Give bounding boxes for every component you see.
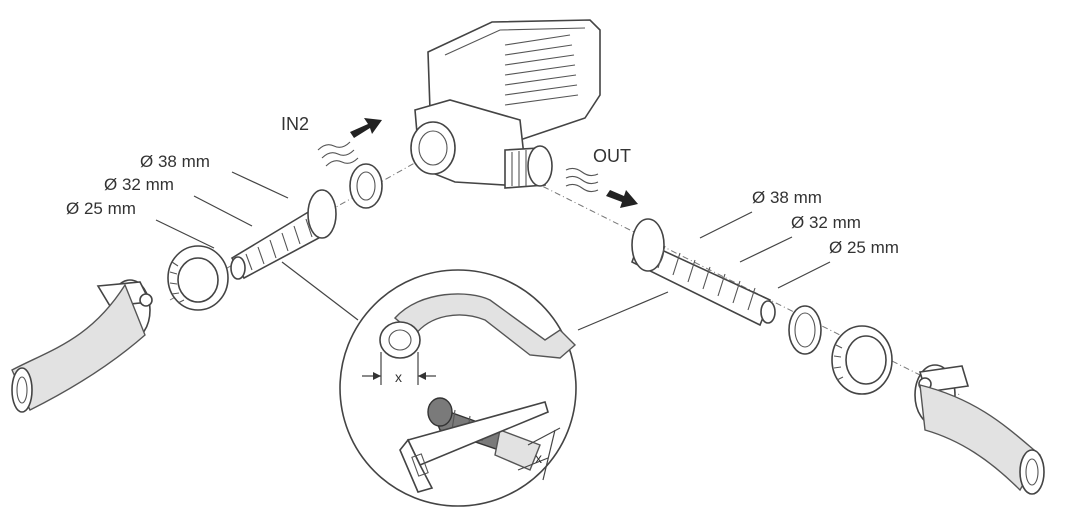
outlet-flow-arrow xyxy=(565,167,638,208)
inlet-flow-arrow xyxy=(317,118,382,167)
left-diameter-25: Ø 25 mm xyxy=(66,199,136,218)
right-diameter-25: Ø 25 mm xyxy=(829,238,899,257)
right-stepped-hose-connector xyxy=(631,218,776,327)
right-diameter-labels: Ø 38 mm Ø 32 mm Ø 25 mm xyxy=(699,188,899,289)
right-diameter-32: Ø 32 mm xyxy=(791,213,861,232)
left-stepped-hose-connector xyxy=(230,189,337,280)
cutting-knife xyxy=(399,401,549,493)
pump-cooling-fins xyxy=(504,34,579,106)
outlet-label: OUT xyxy=(593,146,631,166)
right-union-nut xyxy=(831,325,893,395)
left-seal-ring xyxy=(349,163,383,209)
detail-callout-leaders xyxy=(281,261,669,331)
left-diameter-labels: Ø 38 mm Ø 32 mm Ø 25 mm xyxy=(66,152,289,249)
left-diameter-32: Ø 32 mm xyxy=(104,175,174,194)
detail-magnified-view: x x xyxy=(339,269,577,507)
detail-dimension-x-bottom: x xyxy=(535,450,542,466)
left-diameter-38: Ø 38 mm xyxy=(140,152,210,171)
pump-inlet-port xyxy=(410,121,456,175)
right-seal-ring xyxy=(788,305,822,355)
inlet-label: IN2 xyxy=(281,114,309,134)
right-hose xyxy=(919,384,1045,495)
pump xyxy=(410,19,601,189)
detail-dimension-x-top: x xyxy=(395,369,402,385)
left-union-nut xyxy=(167,245,229,311)
right-diameter-38: Ø 38 mm xyxy=(752,188,822,207)
left-hose xyxy=(11,283,146,413)
pump-outlet-port xyxy=(527,145,553,187)
